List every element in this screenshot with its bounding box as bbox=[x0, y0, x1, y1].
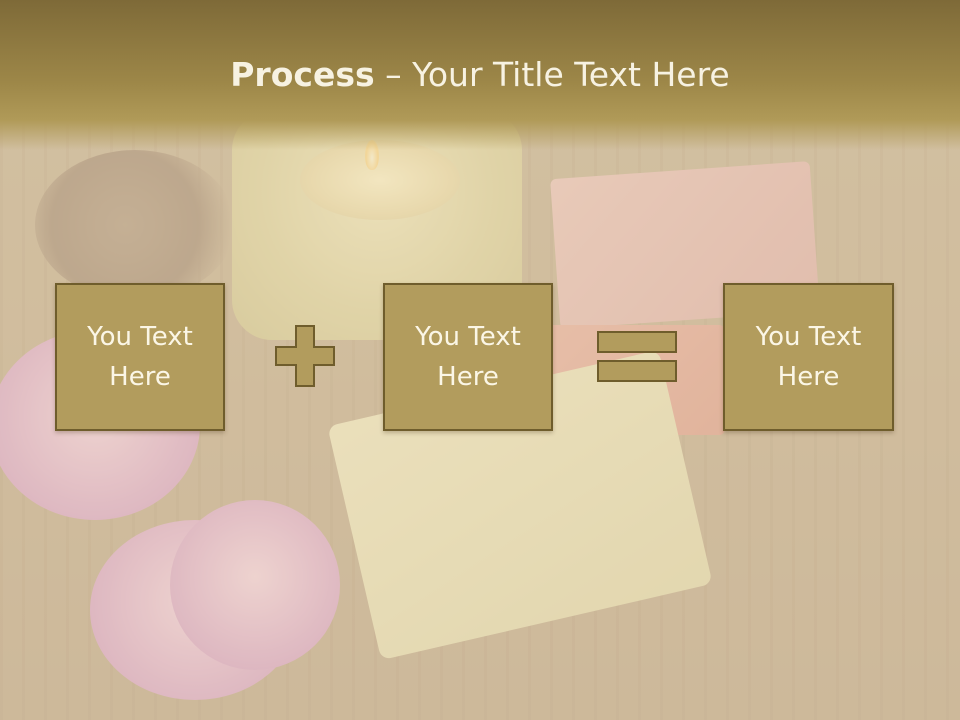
process-box-text: You Text Here bbox=[87, 322, 193, 392]
slide-title[interactable]: Process – Your Title Text Here bbox=[0, 50, 960, 100]
equals-icon bbox=[597, 331, 677, 382]
plus-icon bbox=[275, 325, 335, 387]
title-band bbox=[0, 0, 960, 150]
slide-title-rest: – Your Title Text Here bbox=[374, 55, 730, 94]
process-box-2[interactable]: You Text Here bbox=[383, 283, 553, 431]
process-box-text: You Text Here bbox=[415, 322, 521, 392]
process-box-text: You Text Here bbox=[755, 322, 862, 392]
slide-title-bold: Process bbox=[230, 55, 375, 94]
process-box-3[interactable]: You Text Here bbox=[723, 283, 894, 431]
process-box-1[interactable]: You Text Here bbox=[55, 283, 225, 431]
